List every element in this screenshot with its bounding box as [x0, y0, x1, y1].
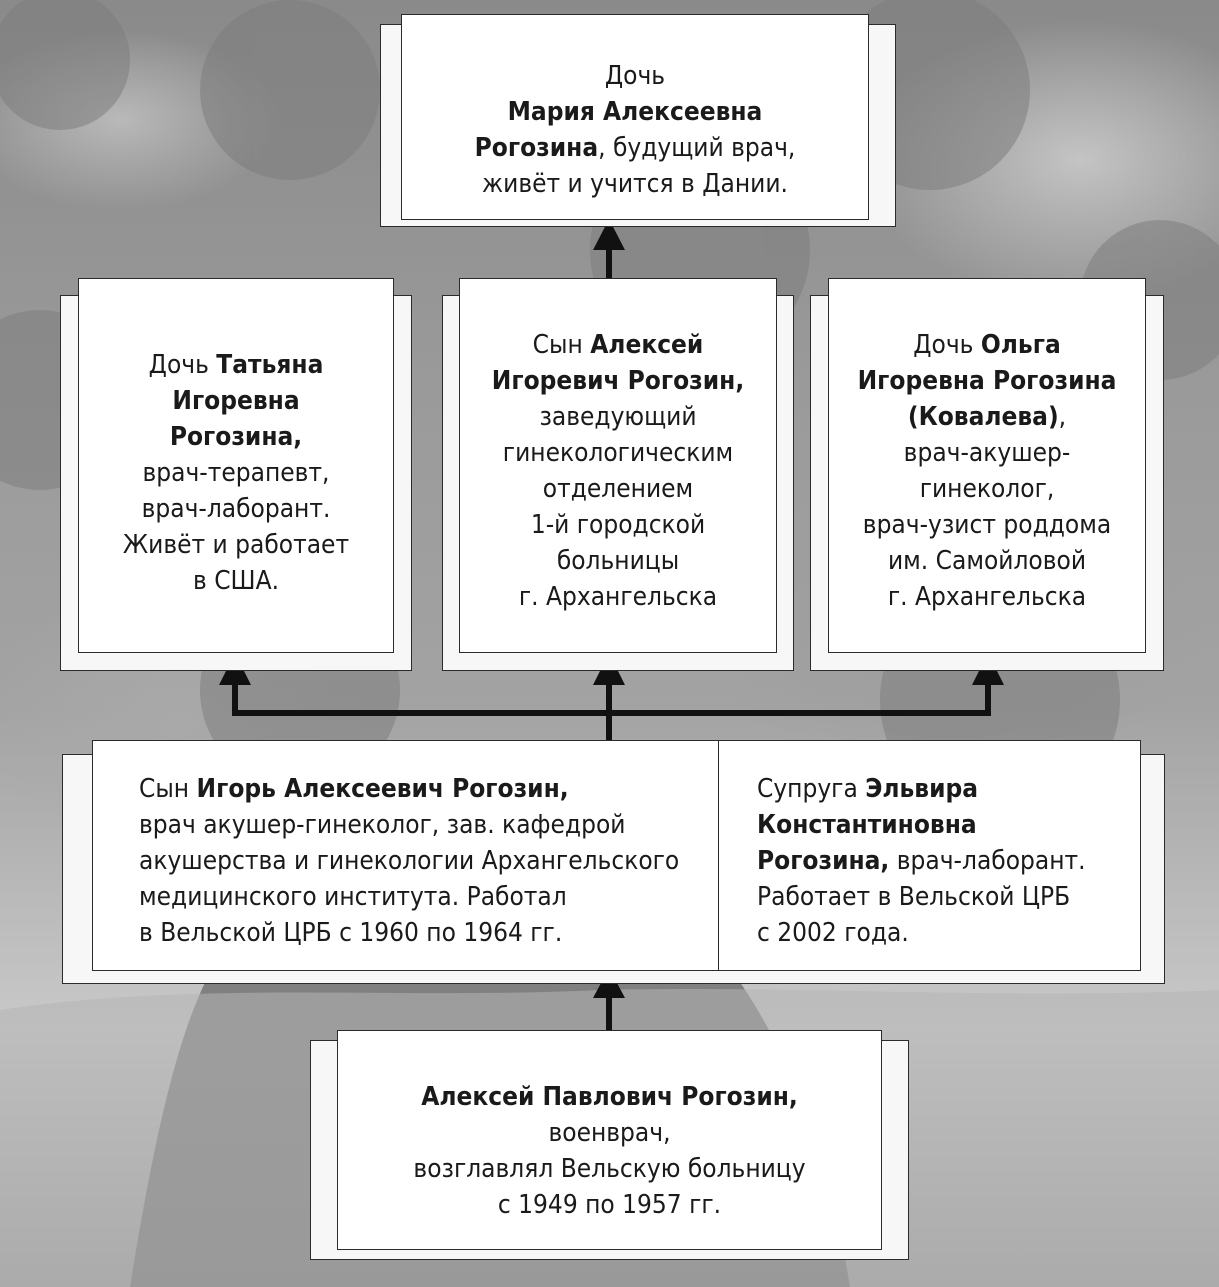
description-text: им. Самойловой	[887, 546, 1087, 576]
relation-label: Дочь	[148, 350, 217, 380]
person-patronymic-surname: Игоревна Рогозина	[857, 366, 1117, 396]
description-text: Живёт и работает	[122, 530, 350, 560]
person-surname: Рогозина,	[757, 846, 890, 876]
description-text: г. Архангельска	[518, 582, 718, 612]
relation-label: Супруга	[757, 774, 866, 804]
person-igor: Сын Игорь Алексеевич Рогозин, врач акуше…	[93, 741, 718, 970]
person-maiden-name: (Ковалева)	[907, 402, 1059, 432]
description-text: возглавлял Вельскую больницу	[413, 1154, 806, 1184]
person-aleksey-igorevich: Сын Алексей Игоревич Рогозин, заведующий…	[459, 278, 777, 653]
punctuation: ,	[1058, 402, 1067, 432]
description-text: гинеколог,	[919, 474, 1055, 504]
description-text: медицинского института. Работал	[139, 882, 567, 912]
person-tatyana: Дочь Татьяна Игоревна Рогозина, врач-тер…	[78, 278, 394, 653]
description-text: в США.	[193, 566, 279, 596]
description-text: живёт и учится в Дании.	[482, 169, 788, 199]
person-olga: Дочь Ольга Игоревна Рогозина (Ковалева),…	[828, 278, 1146, 653]
person-name: Эльвира	[865, 774, 979, 804]
person-name: Татьяна	[216, 350, 324, 380]
person-maria: Дочь Мария Алексеевна Рогозина, будущий …	[401, 14, 869, 220]
person-name: Ольга	[980, 330, 1061, 360]
description-text: г. Архангельска	[887, 582, 1087, 612]
description-text: Работает в Вельской ЦРБ	[757, 882, 1071, 912]
description-text: заведующий	[539, 402, 697, 432]
parents-box: Сын Игорь Алексеевич Рогозин, врач акуше…	[92, 740, 1141, 971]
description-text: врач акушер-гинеколог, зав. кафедрой	[139, 810, 626, 840]
description-text: гинекологическим	[502, 438, 734, 468]
person-name: Мария Алексеевна	[507, 97, 763, 127]
description-text: врач-терапевт,	[142, 458, 330, 488]
person-surname: Рогозина	[474, 133, 599, 163]
description-text: с 2002 года.	[757, 918, 909, 948]
person-surname: Рогозина,	[169, 422, 303, 452]
description-text: военврач,	[548, 1118, 671, 1148]
description-text: врач-акушер-	[903, 438, 1071, 468]
person-elvira: Супруга Эльвира Константиновна Рогозина,…	[718, 741, 1140, 970]
description-text: , будущий врач,	[598, 133, 796, 163]
person-aleksey-pavlovich: Алексей Павлович Рогозин, военврач, возг…	[337, 1030, 882, 1250]
relation-label: Дочь	[913, 330, 981, 360]
description-text: врач-лаборант.	[141, 494, 331, 524]
person-patronymic: Игоревна	[172, 386, 300, 416]
person-patronymic: Константиновна	[757, 810, 977, 840]
description-text: акушерства и гинекологии Архангельского	[139, 846, 680, 876]
person-name: Игорь Алексеевич Рогозин,	[196, 774, 569, 804]
description-text: врач-лаборант.	[889, 846, 1086, 876]
description-text: в Вельской ЦРБ с 1960 по 1964 гг.	[139, 918, 563, 948]
description-text: врач-узист роддома	[862, 510, 1112, 540]
description-text: с 1949 по 1957 гг.	[497, 1190, 722, 1220]
description-text: отделением	[542, 474, 694, 504]
arrow-to-maria	[593, 219, 625, 250]
person-patronymic-surname: Игоревич Рогозин,	[491, 366, 745, 396]
person-name: Алексей	[590, 330, 704, 360]
description-text: больницы	[556, 546, 680, 576]
relation-label: Дочь	[604, 61, 666, 91]
person-name: Алексей Павлович Рогозин,	[421, 1082, 798, 1112]
relation-label: Сын	[139, 774, 197, 804]
description-text: 1-й городской	[530, 510, 706, 540]
relation-label: Сын	[532, 330, 591, 360]
